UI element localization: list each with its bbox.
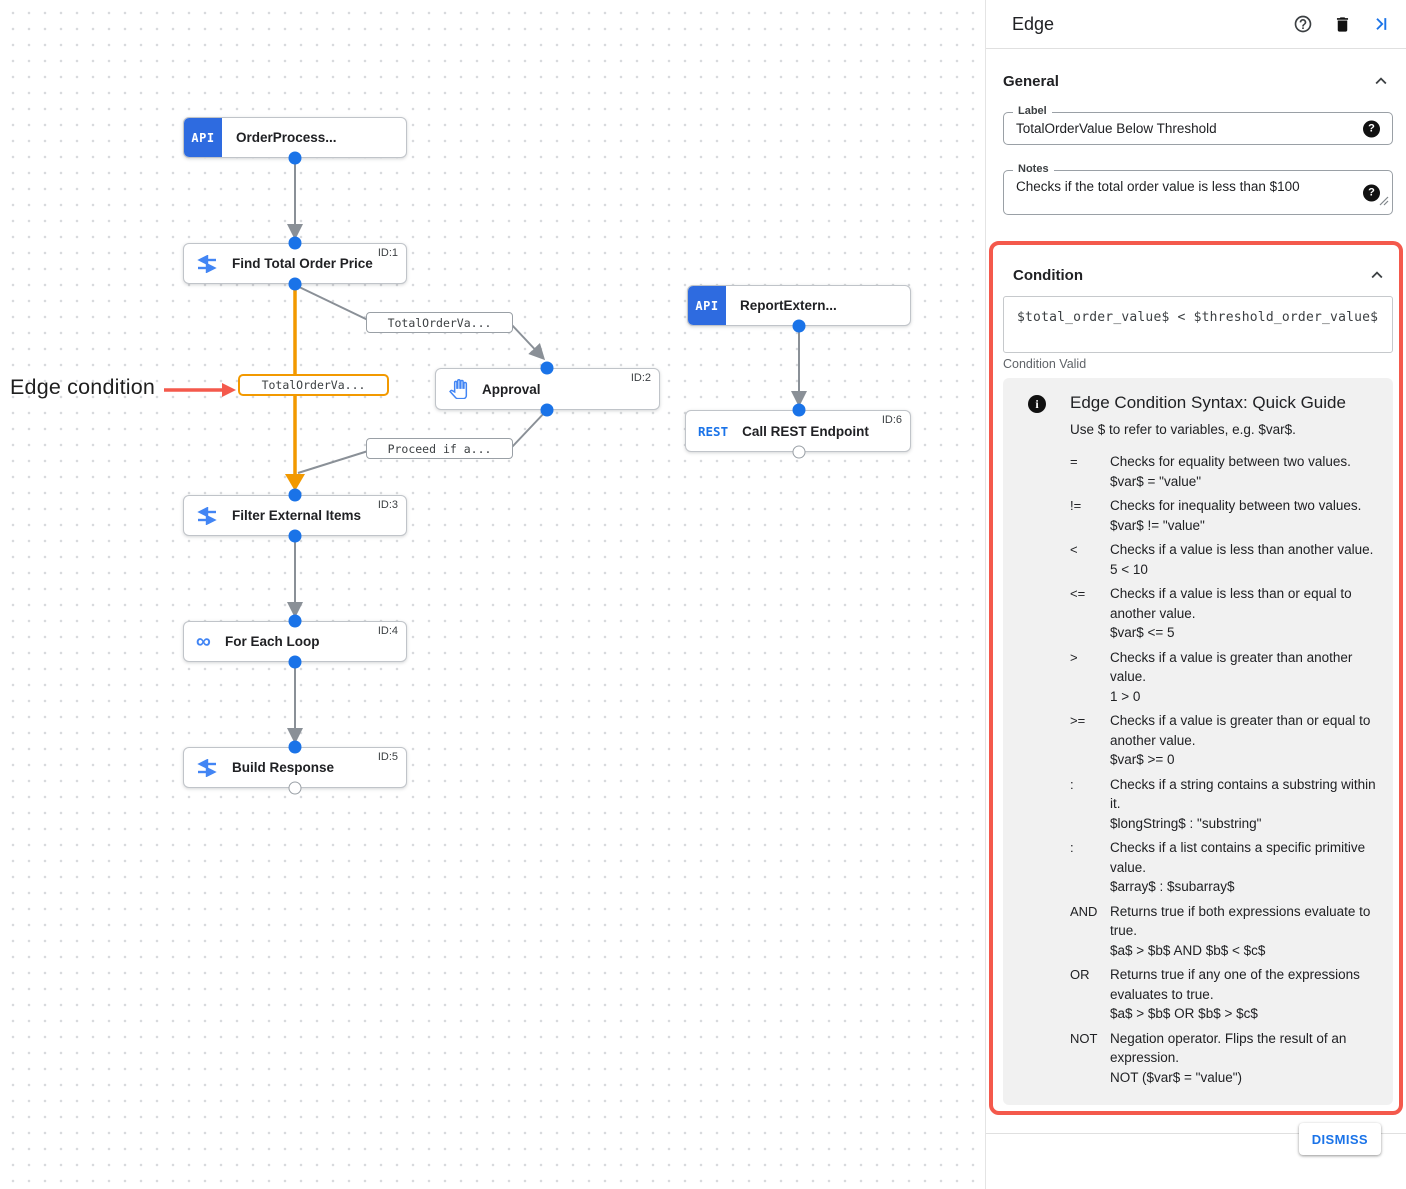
guide-row: >=Checks if a value is greater than or e…: [1070, 713, 1371, 767]
condition-expression-input[interactable]: $total_order_value$ < $threshold_order_v…: [1003, 296, 1393, 353]
node-title: ReportExtern...: [740, 298, 837, 313]
node-reportextern[interactable]: API ReportExtern...: [687, 285, 911, 326]
label-field[interactable]: Label TotalOrderValue Below Threshold ?: [1003, 105, 1393, 145]
chevron-up-icon[interactable]: [1370, 70, 1392, 92]
node-title: Build Response: [232, 760, 335, 775]
node-id-badge: ID:1: [377, 247, 398, 259]
edge-label-totalordervalue-selected[interactable]: TotalOrderVa...: [238, 374, 389, 396]
node-approval[interactable]: Approval ID:2: [435, 368, 660, 410]
dismiss-button[interactable]: DISMISS: [1298, 1123, 1381, 1155]
notes-field-value[interactable]: Checks if the total order value is less …: [1016, 179, 1300, 194]
guide-operator-list: =Checks for equality between two values.…: [1070, 452, 1377, 1087]
node-id-badge: ID:2: [630, 372, 651, 384]
edge-label-totalordervalue[interactable]: TotalOrderVa...: [366, 312, 513, 333]
panel-title: Edge: [1012, 13, 1055, 34]
header-divider: [986, 48, 1406, 49]
connector-dot[interactable]: [540, 361, 554, 375]
condition-syntax-guide: i Edge Condition Syntax: Quick Guide Use…: [1003, 378, 1393, 1105]
connector-dot[interactable]: [288, 655, 302, 669]
api-trigger-icon: API: [688, 286, 726, 325]
connector-dot[interactable]: [288, 488, 302, 502]
rest-icon: REST: [698, 423, 729, 439]
data-mapping-icon: [196, 254, 218, 273]
label-field-label: Label: [1013, 105, 1052, 117]
data-mapping-icon: [196, 506, 218, 525]
chevron-up-icon[interactable]: [1366, 264, 1388, 286]
edge-condition-annotation: Edge condition: [10, 375, 156, 399]
node-title: OrderProcess...: [236, 130, 337, 145]
guide-row: =Checks for equality between two values.…: [1070, 454, 1351, 489]
node-id-badge: ID:6: [881, 414, 902, 426]
notes-field[interactable]: Notes Checks if the total order value is…: [1003, 163, 1393, 215]
guide-row: <=Checks if a value is less than or equa…: [1070, 586, 1352, 640]
guide-row: !=Checks for inequality between two valu…: [1070, 498, 1362, 533]
connector-dot[interactable]: [792, 403, 806, 417]
node-title: Find Total Order Price: [232, 256, 373, 271]
node-title: Filter External Items: [232, 508, 362, 523]
node-title: Call REST Endpoint: [742, 423, 869, 439]
node-id-badge: ID:5: [377, 751, 398, 763]
api-trigger-icon: API: [184, 118, 222, 157]
node-id-badge: ID:4: [377, 625, 398, 637]
connector-dot[interactable]: [288, 236, 302, 250]
hand-approval-icon: [448, 379, 468, 399]
general-section-header[interactable]: General: [1003, 70, 1392, 92]
guide-subtitle: Use $ to refer to variables, e.g. $var$.: [1070, 422, 1296, 437]
collapse-panel-icon[interactable]: [1370, 13, 1392, 35]
connector-dot[interactable]: [288, 614, 302, 628]
node-call-rest-endpoint[interactable]: REST Call REST Endpoint ID:6: [685, 410, 911, 452]
edge-label-proceed-if[interactable]: Proceed if a...: [366, 438, 513, 459]
condition-section-title: Condition: [1013, 266, 1083, 284]
connector-dot[interactable]: [288, 277, 302, 291]
guide-row: :Checks if a string contains a substring…: [1070, 776, 1376, 831]
label-help-icon[interactable]: ?: [1363, 120, 1380, 137]
node-build-response[interactable]: Build Response ID:5: [183, 747, 407, 788]
notes-help-icon[interactable]: ?: [1363, 184, 1380, 201]
for-each-loop-icon: ∞: [196, 630, 211, 653]
guide-row: <Checks if a value is less than another …: [1070, 542, 1374, 577]
info-icon: i: [1028, 395, 1046, 413]
node-title: For Each Loop: [224, 634, 320, 649]
connector-dot[interactable]: [288, 740, 302, 754]
condition-section-header[interactable]: Condition: [1013, 264, 1388, 286]
resize-handle-icon[interactable]: [1379, 193, 1389, 211]
node-orderprocess[interactable]: API OrderProcess...: [183, 117, 407, 158]
edge-lines: [164, 158, 807, 744]
node-title: Approval: [482, 381, 541, 397]
guide-row: >Checks if a value is greater than anoth…: [1070, 649, 1353, 704]
guide-title: Edge Condition Syntax: Quick Guide: [1070, 393, 1346, 412]
connector-dot[interactable]: [792, 319, 806, 333]
terminal-dot[interactable]: [288, 781, 302, 795]
notes-field-label: Notes: [1013, 163, 1054, 175]
connector-dot[interactable]: [288, 529, 302, 543]
delete-edge-icon[interactable]: [1331, 13, 1353, 35]
guide-row: :Checks if a list contains a specific pr…: [1070, 840, 1366, 894]
condition-valid-status: Condition Valid: [1003, 357, 1087, 371]
panel-header: Edge: [986, 0, 1406, 48]
connector-dot[interactable]: [288, 151, 302, 165]
data-mapping-icon: [196, 758, 218, 777]
footer-divider: [986, 1133, 1406, 1134]
connector-dot[interactable]: [540, 403, 554, 417]
label-field-value[interactable]: TotalOrderValue Below Threshold: [1016, 121, 1217, 136]
general-section-title: General: [1003, 72, 1059, 90]
edge-config-panel: Edge General Label TotalOr: [985, 0, 1406, 1189]
help-icon[interactable]: [1292, 13, 1314, 35]
terminal-dot[interactable]: [792, 445, 806, 459]
workflow-canvas[interactable]: API OrderProcess... Find Total Order Pri…: [0, 0, 976, 1189]
node-id-badge: ID:3: [377, 499, 398, 511]
